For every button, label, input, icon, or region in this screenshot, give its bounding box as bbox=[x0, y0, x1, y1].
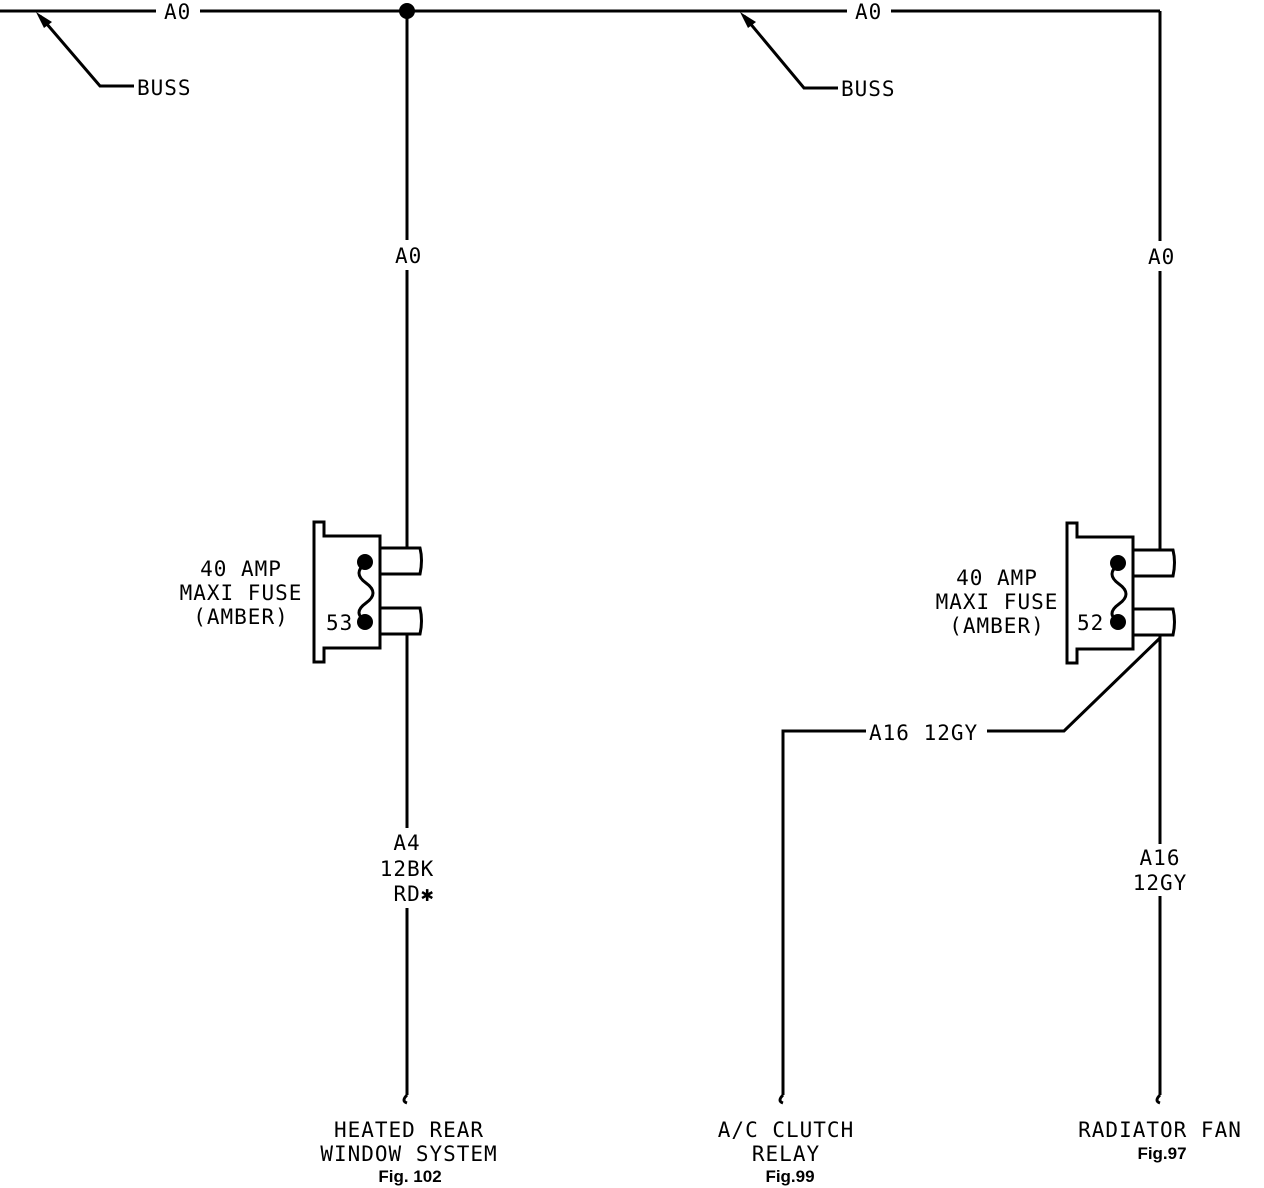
fuse-53-rating-line2: MAXI FUSE bbox=[180, 581, 303, 605]
left-output-wire-line2: 12BK bbox=[380, 857, 435, 881]
maxi-fuse-53 bbox=[312, 520, 423, 664]
right-output-wire-line1: A16 bbox=[1140, 846, 1181, 870]
destination-2-line2: RELAY bbox=[752, 1142, 820, 1166]
fuse-52-rating-line3: (AMBER) bbox=[949, 614, 1045, 638]
buss-leader-right bbox=[740, 12, 838, 90]
left-output-wire-line1: A4 bbox=[393, 831, 420, 855]
buss-leader-left bbox=[36, 12, 134, 88]
destination-2-fig: Fig.99 bbox=[765, 1167, 814, 1186]
fuse-53-rating-line1: 40 AMP bbox=[200, 557, 282, 581]
right-circuit bbox=[778, 635, 1162, 1105]
right-output-wire-line2: 12GY bbox=[1133, 871, 1188, 895]
destination-heated-rear-window: HEATED REAR WINDOW SYSTEM Fig. 102 bbox=[320, 1118, 497, 1186]
left-output-wire-line3: RD✱ bbox=[394, 882, 435, 906]
fuse-52-rating-line2: MAXI FUSE bbox=[936, 590, 1059, 614]
destination-3-line1: RADIATOR FAN bbox=[1078, 1118, 1242, 1142]
destination-ac-clutch-relay: A/C CLUTCH RELAY Fig.99 bbox=[718, 1118, 854, 1186]
destination-1-line1: HEATED REAR bbox=[334, 1118, 484, 1142]
destination-1-fig: Fig. 102 bbox=[378, 1167, 441, 1186]
fuse-53-number: 53 bbox=[326, 611, 353, 635]
destination-2-line1: A/C CLUTCH bbox=[718, 1118, 854, 1142]
left-input-wire-label: A0 bbox=[395, 244, 422, 268]
maxi-fuse-52 bbox=[1065, 521, 1176, 665]
destination-radiator-fan: RADIATOR FAN Fig.97 bbox=[1078, 1118, 1242, 1163]
buss-label-left: BUSS bbox=[137, 76, 192, 100]
fuse-52-rating-line1: 40 AMP bbox=[956, 566, 1038, 590]
fuse-52-number: 52 bbox=[1077, 611, 1104, 635]
buss-label-right: BUSS bbox=[841, 77, 896, 101]
right-input-wire-label: A0 bbox=[1148, 245, 1175, 269]
bus-wire-label-right: A0 bbox=[855, 0, 882, 24]
branch-wire-label: A16 12GY bbox=[869, 721, 978, 745]
bus-wire-label-left: A0 bbox=[164, 0, 191, 24]
destination-1-line2: WINDOW SYSTEM bbox=[320, 1142, 497, 1166]
fuse-53-rating-line3: (AMBER) bbox=[193, 605, 289, 629]
destination-3-fig: Fig.97 bbox=[1137, 1144, 1186, 1163]
